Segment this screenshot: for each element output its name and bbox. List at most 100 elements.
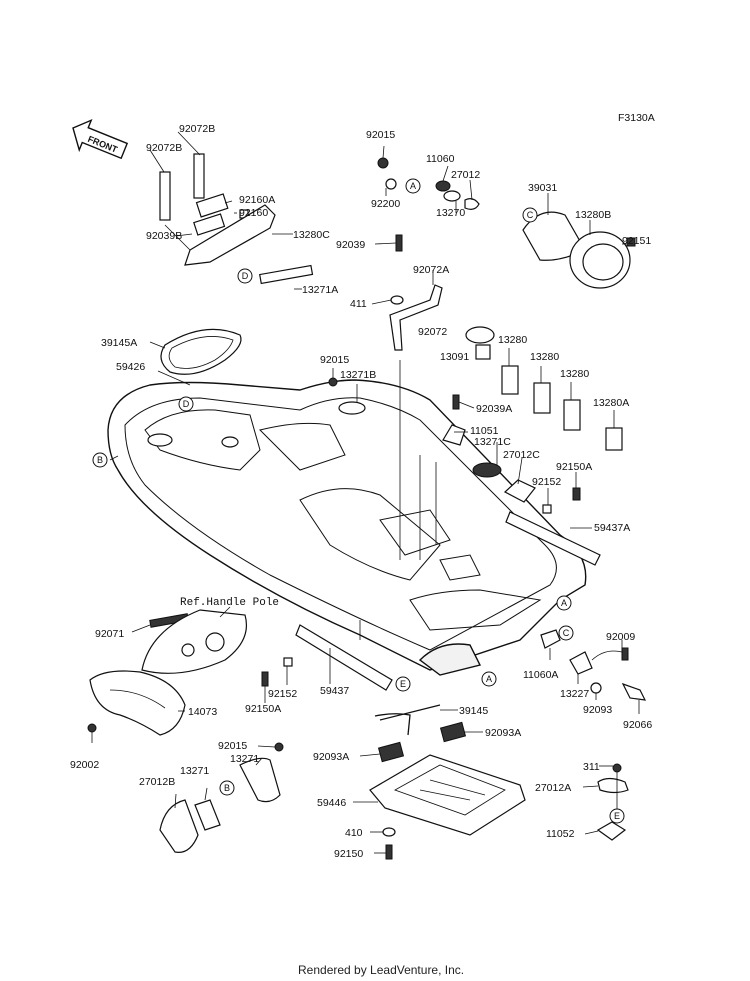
label-92072B-b: 92072B xyxy=(179,123,215,135)
ref-letter-markers: D A C D B A C A E B E xyxy=(92,178,625,824)
label-92150A-right: 92150A xyxy=(556,461,592,473)
clamp-13091 xyxy=(475,344,491,360)
ref-circle-A-top xyxy=(405,178,421,194)
ref-handle-pole-label: Ref.Handle Pole xyxy=(180,597,279,609)
ref-letter-E-bottom: E xyxy=(614,811,620,821)
strip-59437A xyxy=(505,511,601,566)
ref-letter-A-hull: A xyxy=(561,598,567,608)
label-92150A-left: 92150A xyxy=(245,703,281,715)
plug-11060 xyxy=(435,180,451,192)
washer-410 xyxy=(382,827,396,837)
seal-13271-b xyxy=(239,757,281,803)
label-92072A: 92072A xyxy=(413,264,449,276)
label-92160A: 92160A xyxy=(239,194,275,206)
nut-311 xyxy=(612,763,622,773)
label-13271C: 13271C xyxy=(474,436,511,448)
seal-39145A xyxy=(160,328,242,375)
screw-92039A xyxy=(452,394,460,410)
bottom-left-group xyxy=(159,742,284,853)
diagram-code: F3130A xyxy=(618,112,655,124)
label-92039A: 92039A xyxy=(476,403,512,415)
label-13280C: 13280C xyxy=(293,229,330,241)
label-92072B-a: 92072B xyxy=(146,142,182,154)
plug-11060A xyxy=(540,629,561,649)
clamp-13280-b xyxy=(533,382,551,414)
seal-13271A xyxy=(259,264,314,285)
label-92015-bottom: 92015 xyxy=(218,740,247,752)
label-39145: 39145 xyxy=(459,705,488,717)
bracket-11052 xyxy=(596,821,627,841)
label-92071: 92071 xyxy=(95,628,124,640)
seal-13271C xyxy=(472,462,502,478)
ref-circle-A-bottom xyxy=(481,671,497,687)
pad-92160 xyxy=(193,213,226,236)
clamp-13280-c xyxy=(563,399,581,431)
label-92015-mid: 92015 xyxy=(320,354,349,366)
label-39031: 39031 xyxy=(528,182,557,194)
clip-27012 xyxy=(464,198,480,210)
label-27012C: 27012C xyxy=(503,449,540,461)
strap-92072B-a xyxy=(159,171,171,221)
ref-letter-D-hull: D xyxy=(183,399,190,409)
label-92093: 92093 xyxy=(583,704,612,716)
bracket-11051 xyxy=(442,424,466,446)
nut-92015 xyxy=(377,157,389,169)
screw-92150 xyxy=(385,844,393,860)
screw-92151 xyxy=(626,237,636,247)
screw-92150A-left xyxy=(261,671,269,687)
bottom-right-group xyxy=(582,763,629,841)
label-92200: 92200 xyxy=(371,198,400,210)
right-fitting-group xyxy=(540,629,647,714)
ref-circle-B-bottom xyxy=(219,780,235,796)
top-center-group xyxy=(377,145,480,213)
label-92093A-right: 92093A xyxy=(485,727,521,739)
label-27012: 27012 xyxy=(451,169,480,181)
nut-92015-mid xyxy=(328,377,338,387)
ref-circle-B-hull xyxy=(92,452,108,468)
label-59437A: 59437A xyxy=(594,522,630,534)
label-11051: 11051 xyxy=(470,425,499,437)
pad-92093A-right xyxy=(439,721,467,743)
clamp-group xyxy=(465,326,623,451)
label-27012B: 27012B xyxy=(139,776,175,788)
ref-letter-B-bottom: B xyxy=(224,783,230,793)
strip-59437 xyxy=(295,624,393,691)
label-13280A: 13280A xyxy=(593,397,629,409)
label-13227: 13227 xyxy=(560,688,589,700)
screw-92150A-right xyxy=(572,487,581,501)
ref-circle-C-hull xyxy=(558,625,574,641)
plate-59446 xyxy=(353,721,526,860)
screw-92039 xyxy=(395,234,403,252)
label-11060A: 11060A xyxy=(523,669,558,681)
collar-92152-left xyxy=(283,657,293,667)
pad-92093A-left xyxy=(377,741,405,763)
label-92072: 92072 xyxy=(418,326,447,338)
label-59437: 59437 xyxy=(320,685,349,697)
bracket-92072A xyxy=(389,284,443,351)
strap-39145 xyxy=(374,704,441,736)
label-92066: 92066 xyxy=(623,719,652,731)
label-14073: 14073 xyxy=(188,706,217,718)
ref-letter-B-hull: B xyxy=(97,455,103,465)
label-92152-right: 92152 xyxy=(532,476,561,488)
washer-411 xyxy=(390,295,404,305)
washer-92200 xyxy=(385,178,397,190)
label-13271A: 13271A xyxy=(302,284,338,296)
mid-clamp-group xyxy=(371,234,443,351)
screw-92009 xyxy=(621,647,629,661)
clamp-13280A xyxy=(605,427,623,451)
gasket xyxy=(443,190,461,202)
ref-letter-A-top: A xyxy=(410,181,416,191)
label-13271-a: 13271 xyxy=(180,765,209,777)
clip-27012A xyxy=(597,777,629,794)
ref-circle-E-mid xyxy=(395,676,411,692)
ref-letter-E-mid: E xyxy=(400,679,406,689)
label-92015-top: 92015 xyxy=(366,129,395,141)
label-13280-c: 13280 xyxy=(560,368,589,380)
ref-circle-D-top xyxy=(237,268,253,284)
left-bracket-group xyxy=(149,131,314,290)
label-13270: 13270 xyxy=(436,207,465,219)
label-92150: 92150 xyxy=(334,848,363,860)
label-92039: 92039 xyxy=(336,239,365,251)
clip-27012C xyxy=(503,479,536,503)
